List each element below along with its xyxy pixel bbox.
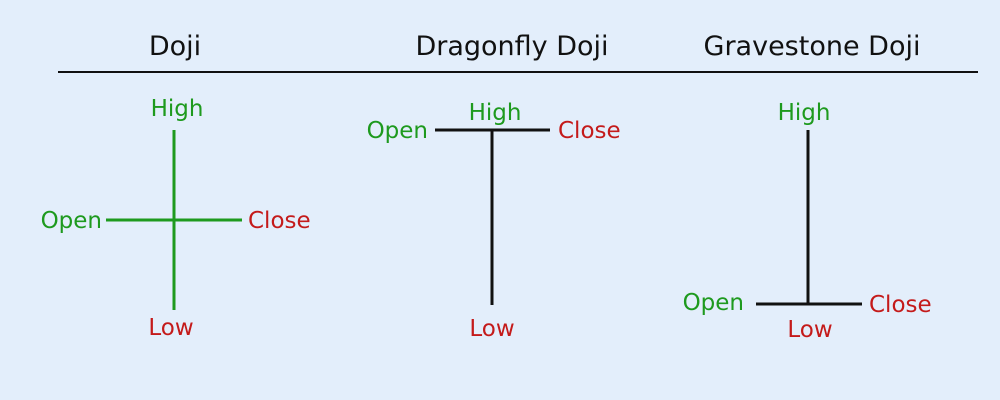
doji-close-label: Close (248, 208, 311, 234)
dragonfly-low-label: Low (469, 316, 514, 342)
dragonfly-close-label: Close (558, 118, 621, 144)
gravestone-close-label: Close (869, 292, 932, 318)
dragonfly-high-label: High (469, 100, 522, 126)
doji-open-label: Open (41, 208, 102, 234)
gravestone-low-label: Low (787, 317, 832, 343)
dragonfly-open-label: Open (367, 118, 428, 144)
title-doji: Doji (149, 31, 201, 62)
doji-high-label: High (151, 96, 204, 122)
doji-low-label: Low (148, 315, 193, 341)
gravestone-high-label: High (778, 100, 831, 126)
gravestone-open-label: Open (683, 290, 744, 316)
title-dragonfly-doji: Dragonfly Doji (415, 31, 608, 62)
title-gravestone-doji: Gravestone Doji (704, 31, 921, 62)
